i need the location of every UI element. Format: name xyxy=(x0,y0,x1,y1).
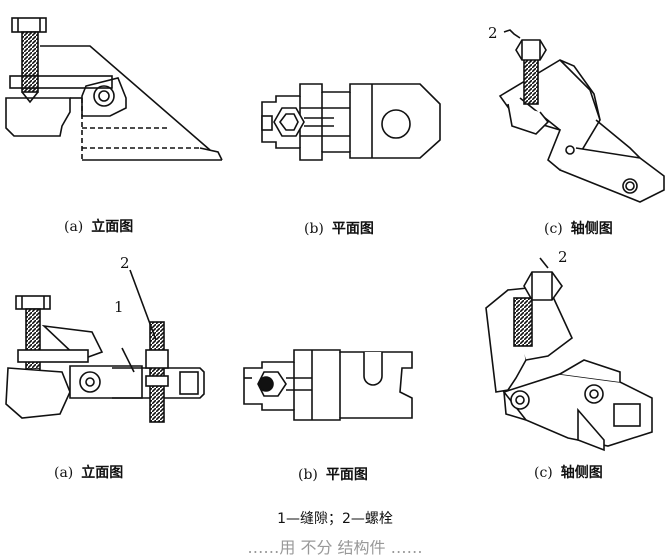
figure-caption-partial: ……用 不分 结构件 …… xyxy=(0,540,670,555)
elevation-drawing-2: 1 2 xyxy=(5,254,205,423)
callout-2-bottom-left: 2 xyxy=(120,254,130,272)
callout-1-bottom: 1 xyxy=(114,298,124,316)
caption-2c: (c) 轴侧图 xyxy=(534,462,603,482)
legend: 1—缝隙；2—螺栓 xyxy=(277,511,393,527)
caption-1a: (a) 立面图 xyxy=(64,216,133,236)
axonometric-drawing-1: 2 xyxy=(488,24,665,203)
caption-2a-label: (a) xyxy=(54,465,74,481)
caption-2b-label: (b) xyxy=(298,467,318,483)
caption-1b: (b) 平面图 xyxy=(304,218,374,238)
caption-2c-title: 轴侧图 xyxy=(560,465,603,481)
figure-caption-partial-text: ……用 不分 结构件 …… xyxy=(247,540,423,555)
callout-2-top: 2 xyxy=(488,24,498,42)
caption-2a-title: 立面图 xyxy=(81,465,124,481)
axonometric-drawing-2: 2 xyxy=(485,248,653,452)
plan-drawing-2 xyxy=(243,349,413,421)
callout-2-bottom-right: 2 xyxy=(558,248,568,266)
caption-1c: (c) 轴侧图 xyxy=(544,218,613,238)
caption-2b-title: 平面图 xyxy=(325,467,368,483)
caption-1c-title: 轴侧图 xyxy=(570,221,613,237)
caption-1a-title: 立面图 xyxy=(91,219,134,235)
caption-1b-title: 平面图 xyxy=(331,221,374,237)
caption-1b-label: (b) xyxy=(304,221,324,237)
caption-1a-label: (a) xyxy=(64,219,84,235)
elevation-drawing-1 xyxy=(5,17,223,161)
caption-2c-label: (c) xyxy=(534,465,553,481)
caption-1c-label: (c) xyxy=(544,221,563,237)
caption-2a: (a) 立面图 xyxy=(54,462,123,482)
caption-2b: (b) 平面图 xyxy=(298,464,368,484)
plan-drawing-1 xyxy=(261,83,441,161)
